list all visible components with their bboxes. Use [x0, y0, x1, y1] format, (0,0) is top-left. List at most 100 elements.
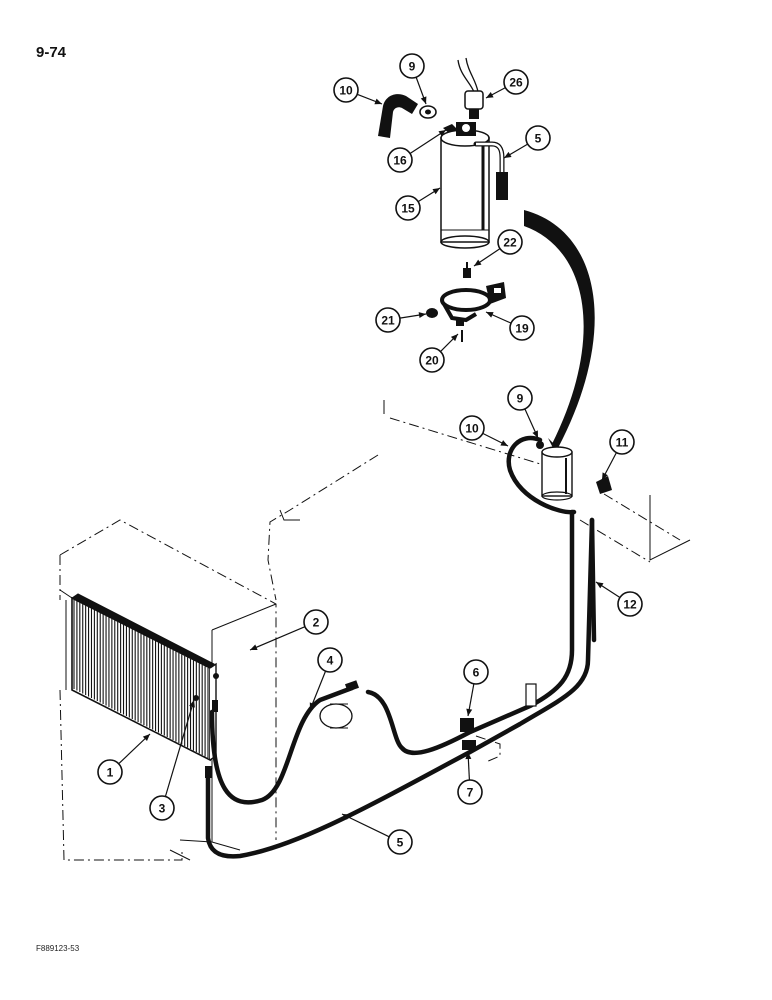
callout-circle [387, 829, 413, 855]
callout-circle [509, 315, 535, 341]
receiver-drier-canister [440, 122, 490, 249]
callout-number: 11 [616, 436, 629, 450]
callout-number: 22 [503, 236, 517, 250]
callout-circle [97, 759, 123, 785]
callout-circle [333, 77, 359, 103]
callout-c11: 11 [601, 429, 635, 481]
machine-outline [267, 400, 691, 601]
callout-arrowhead [532, 430, 538, 438]
callout-c9a: 9 [399, 53, 427, 105]
callout-c2: 2 [249, 609, 329, 651]
callout-circle [459, 415, 485, 441]
callout-circle [303, 609, 329, 635]
callout-number: 19 [515, 322, 529, 336]
callout-number: 10 [465, 422, 479, 436]
callout-c3: 3 [149, 699, 195, 821]
callout-c1: 1 [97, 733, 151, 785]
callout-number: 5 [397, 836, 404, 850]
callout-arrowhead [142, 734, 150, 741]
callout-arrowhead [466, 708, 473, 716]
callout-arrowhead [438, 130, 446, 137]
callout-c20: 20 [419, 333, 459, 373]
callout-circle [507, 385, 533, 411]
callout-c15: 15 [395, 187, 441, 221]
outlet-tube-top [473, 141, 508, 200]
callout-number: 15 [401, 202, 415, 216]
receiver-drier-exploded [378, 57, 595, 462]
callout-c7: 7 [457, 751, 483, 805]
callout-number: 1 [107, 766, 114, 780]
pressure-switch [464, 90, 484, 119]
hose-section-upper [378, 94, 418, 138]
callout-arrowhead [474, 259, 482, 266]
callout-c12: 12 [595, 581, 643, 617]
callout-circle [609, 429, 635, 455]
o-ring-fitting-upper [419, 105, 437, 119]
callout-circle [149, 795, 175, 821]
callout-arrowhead [500, 440, 508, 446]
callout-number: 20 [425, 354, 439, 368]
callout-number: 6 [473, 666, 480, 680]
refrigerant-lines [205, 436, 597, 859]
page-number: 9-74 [36, 44, 67, 61]
callout-arrowhead [309, 702, 316, 710]
callout-c26: 26 [485, 69, 529, 99]
callout-circle [419, 347, 445, 373]
callout-c22: 22 [473, 229, 523, 267]
callout-c10a: 10 [333, 77, 383, 105]
callout-circle [375, 307, 401, 333]
callout-c21: 21 [375, 307, 427, 333]
callout-c10b: 10 [459, 415, 509, 447]
callout-leader [164, 699, 195, 797]
bolt [463, 262, 471, 278]
callout-leader [409, 129, 447, 154]
condenser-core [59, 589, 217, 762]
mounting-clamp [440, 282, 506, 326]
callout-circle [463, 659, 489, 685]
callout-number: 2 [313, 616, 320, 630]
callout-arrowhead [189, 700, 195, 708]
callout-arrowhead [486, 312, 494, 318]
callout-arrowhead [465, 752, 472, 760]
detail-reference-arrow [524, 210, 595, 448]
callout-circle [503, 69, 529, 95]
figure-code: F889123-53 [36, 944, 80, 953]
callout-arrowhead [602, 472, 608, 480]
callout-circle [387, 147, 413, 173]
callout-c16: 16 [387, 129, 447, 173]
callout-number: 26 [509, 76, 523, 90]
receiver-drier-installed [536, 441, 612, 501]
callout-number: 4 [327, 654, 334, 668]
callout-arrowhead [420, 96, 427, 104]
callout-arrowhead [450, 334, 458, 342]
callout-number: 9 [409, 60, 416, 74]
callout-arrowhead [374, 98, 382, 105]
callout-arrowhead [486, 92, 494, 98]
callout-arrowhead [250, 644, 258, 651]
callout-number: 21 [381, 314, 395, 328]
callout-leader [341, 813, 390, 838]
callout-arrowhead [418, 312, 426, 319]
callout-c6: 6 [463, 659, 489, 717]
callout-circle [399, 53, 425, 79]
condenser-assembly [59, 519, 277, 861]
nut [426, 308, 438, 318]
callout-number: 5 [535, 132, 542, 146]
callout-number: 10 [339, 84, 353, 98]
callout-c19: 19 [485, 311, 535, 341]
callout-arrowhead [342, 814, 350, 820]
callout-leader [118, 733, 151, 765]
callout-circle [395, 195, 421, 221]
callout-circle [457, 779, 483, 805]
callout-number: 12 [623, 598, 637, 612]
callout-c9b: 9 [507, 385, 539, 439]
callout-number: 7 [467, 786, 474, 800]
callout-number: 16 [393, 154, 407, 168]
callout-c5b: 5 [341, 813, 413, 855]
callout-circle [525, 125, 551, 151]
callout-c5a: 5 [503, 125, 551, 159]
callout-leader [249, 626, 306, 651]
line-muffler [319, 703, 353, 729]
